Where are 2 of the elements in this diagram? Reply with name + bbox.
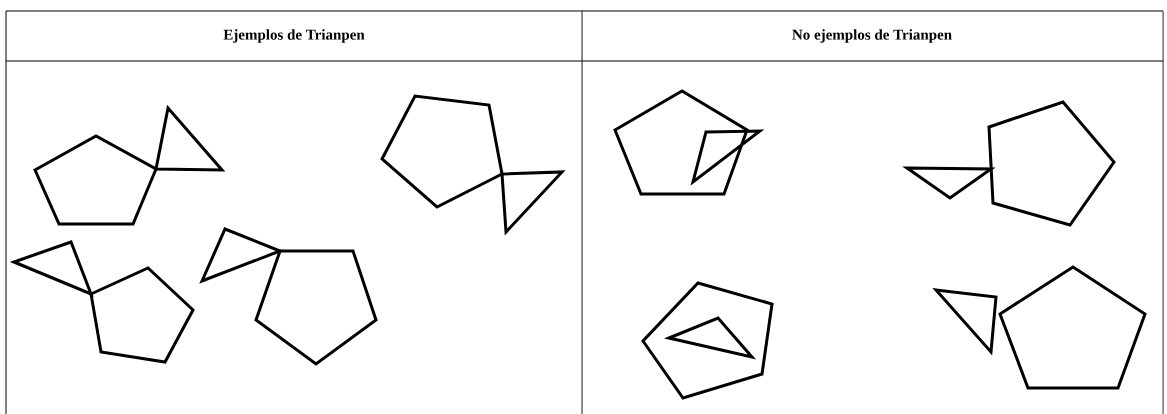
column-header: Ejemplos de Trianpen (223, 29, 365, 43)
column-header: No ejemplos de Trianpen (792, 29, 952, 43)
